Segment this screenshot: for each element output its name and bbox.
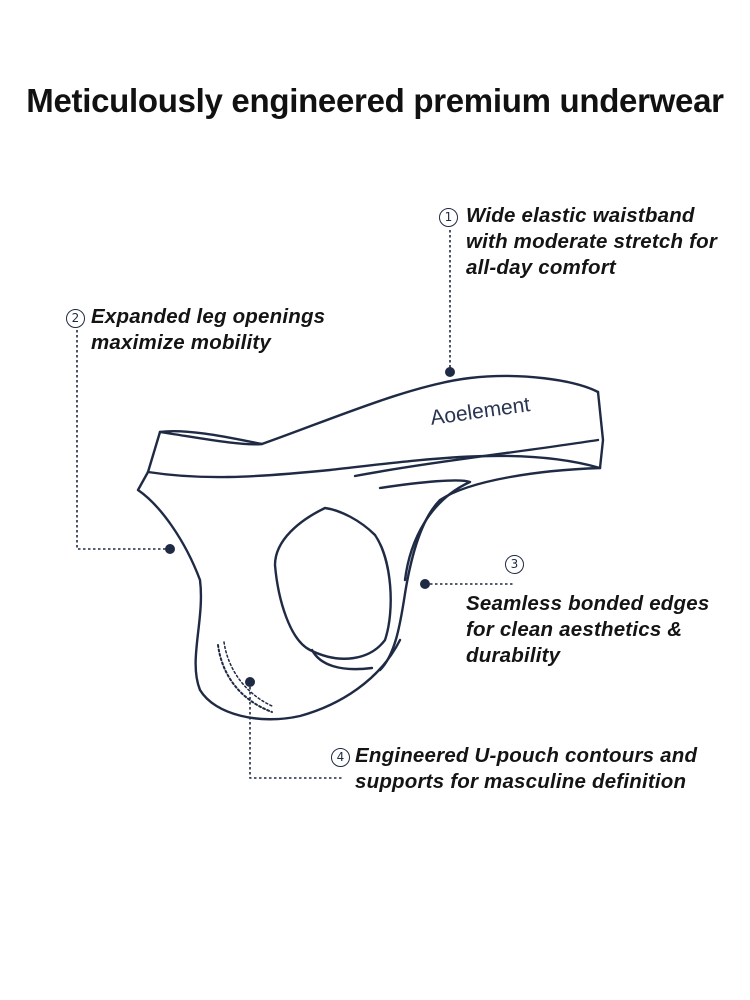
leader-dot-4 [245,677,255,687]
waistband-bottom-edge [146,454,602,479]
callout-number-3: 3 [505,555,524,574]
callout-4-line-1: Engineered U-pouch contours and [355,744,698,767]
pouch-seam [310,648,374,671]
pouch-opening [273,506,392,660]
callout-2-line-2: maximize mobility [91,331,271,354]
callout-1-line-3: all-day comfort [466,256,616,279]
callout-1-line-2: with moderate stretch for [466,230,718,253]
callout-1-line-1: Wide elastic waistband [466,204,695,227]
left-leg-edge [136,470,402,721]
callout-3-line-2: for clean aesthetics & [466,618,683,641]
leader-line-2 [76,330,170,550]
leader-dot-2 [165,544,175,554]
leader-line-4 [249,682,342,779]
callout-4: Engineered U-pouch contours and supports… [355,743,697,795]
callout-4-line-2: supports for masculine definition [355,770,687,793]
callout-1: Wide elastic waistband with moderate str… [466,203,717,281]
callout-number-2: 2 [66,309,85,328]
callout-number-4: 4 [331,748,350,767]
callout-3-line-1: Seamless bonded edges [466,592,710,615]
waistband-back-edge [158,430,264,446]
leader-dot-3 [420,579,430,589]
page-title: Meticulously engineered premium underwea… [26,82,724,119]
leader-dot-1 [445,367,455,377]
waistband-inner-edge [353,438,600,478]
waistband-left-side [146,430,162,474]
callout-2-line-1: Expanded leg openings [91,305,326,328]
waistband-right-side [596,390,605,470]
right-strap-inner [378,479,472,582]
callout-number-1: 1 [439,208,458,227]
callout-3: Seamless bonded edges for clean aestheti… [466,591,709,669]
stitch-detail-2 [223,641,273,707]
callout-3-line-3: durability [466,644,561,667]
callout-2: Expanded leg openings maximize mobility [91,304,325,356]
stitch-detail [217,644,273,713]
brand-label: Aoelement [429,393,532,430]
waistband-top-edge [158,374,600,446]
